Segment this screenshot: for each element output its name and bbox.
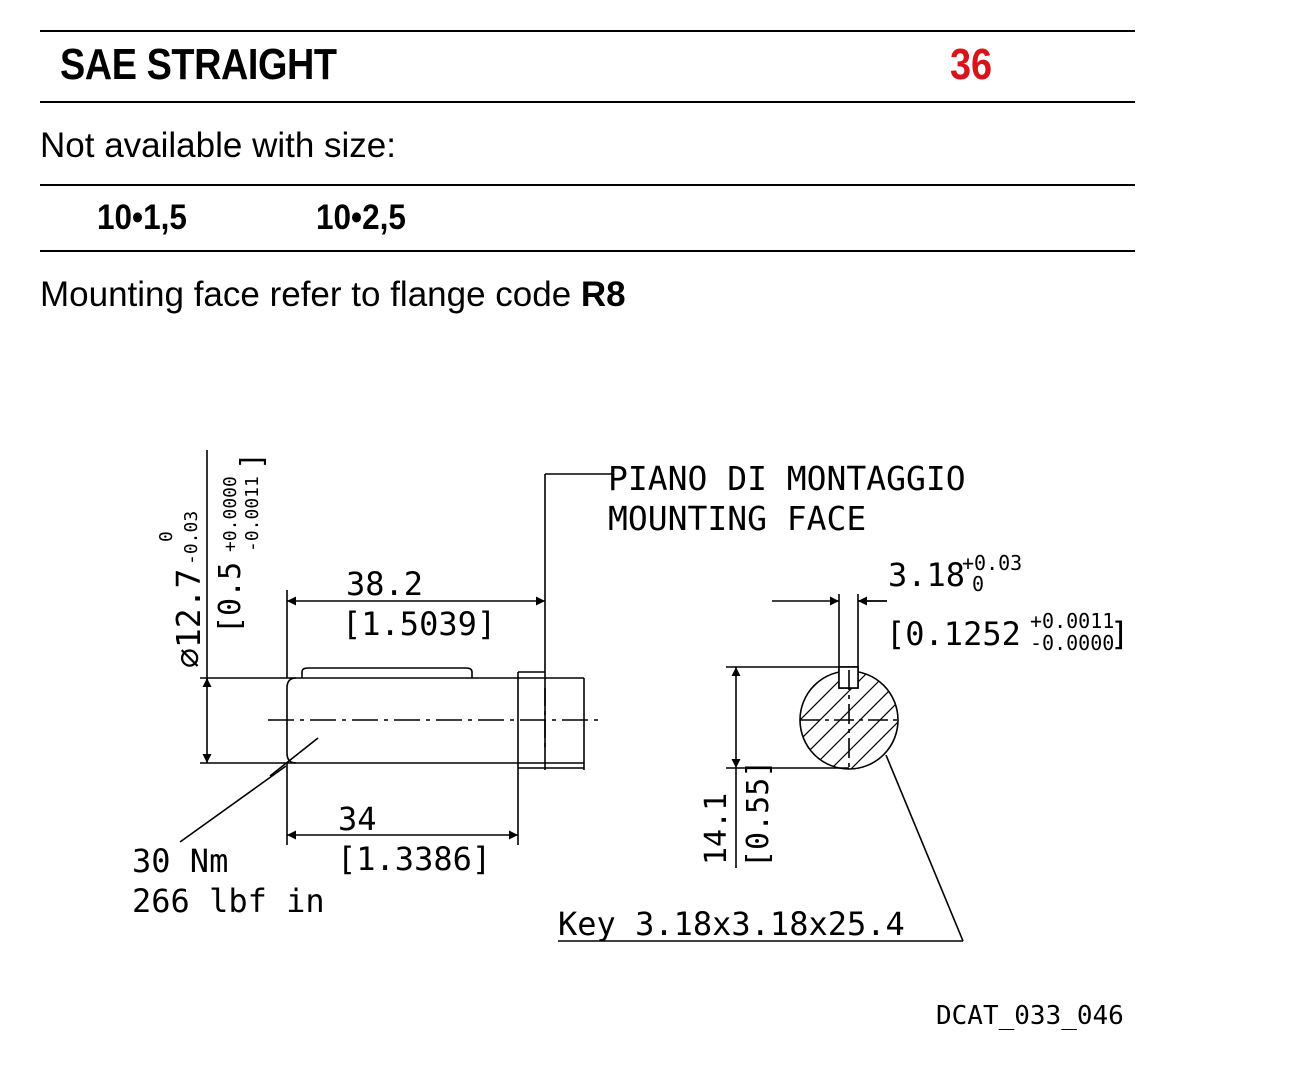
key-spec: Key 3.18x3.18x25.4 [558,905,905,943]
key-width-tol-lower-in: -0.0000 [1030,631,1114,655]
key-width-tol-lower-mm: 0 [972,572,984,596]
top-rule [40,30,1135,32]
flange-code: R8 [580,275,626,314]
mounting-face-italian: PIANO DI MONTAGGIO [608,459,966,498]
torque-nm: 30 Nm [132,842,228,880]
excluded-size-1: 10•1,5 [97,198,187,237]
title-rule [40,101,1135,103]
key-width-tol-upper-mm: +0.03 [962,551,1022,575]
excluded-size-2: 10•2,5 [316,198,406,237]
key-height-in: [0.55] [741,760,776,868]
length-key-mm: 34 [338,800,377,838]
sizes-bottom-rule [40,250,1135,252]
diameter-mm: ⌀12.7 [169,569,208,668]
length-key-in: [1.3386] [337,840,491,878]
diameter-tol-upper-mm: 0 [156,531,177,542]
page-title: SAE STRAIGHT [60,40,337,89]
mounting-face-english: MOUNTING FACE [608,499,866,538]
sizes-top-rule [40,184,1135,186]
diameter-label: ⌀12.7 0 -0.03 [0.5 +0.0000 -0.0011 ] [156,452,270,668]
key-height-mm: 14.1 [699,793,734,865]
diameter-tol-lower-mm: -0.03 [181,511,202,565]
key-width-mm: 3.18 [888,556,965,594]
key-width-in: [0.1252 [886,615,1021,653]
diameter-in-close: ] [235,452,270,470]
torque-lbf: 266 lbf in [132,882,325,920]
length-total-mm: 38.2 [346,565,423,603]
diameter-in: [0.5 [213,562,248,634]
availability-label: Not available with size: [40,126,396,165]
key-width-tol-upper-in: +0.0011 [1030,609,1114,633]
mounting-note: Mounting face refer to flange code R8 [40,275,626,315]
diameter-tol-upper-in: +0.0000 [220,476,241,552]
length-total-in: [1.5039] [342,605,496,643]
mounting-note-text: Mounting face refer to flange code [40,275,581,314]
key-width-in-close: ] [1110,615,1129,653]
diameter-tol-lower-in: -0.0011 [242,476,263,552]
option-code: 36 [950,40,993,89]
shaft-side-view [269,667,585,777]
drawing-id: DCAT_033_046 [936,1001,1124,1031]
